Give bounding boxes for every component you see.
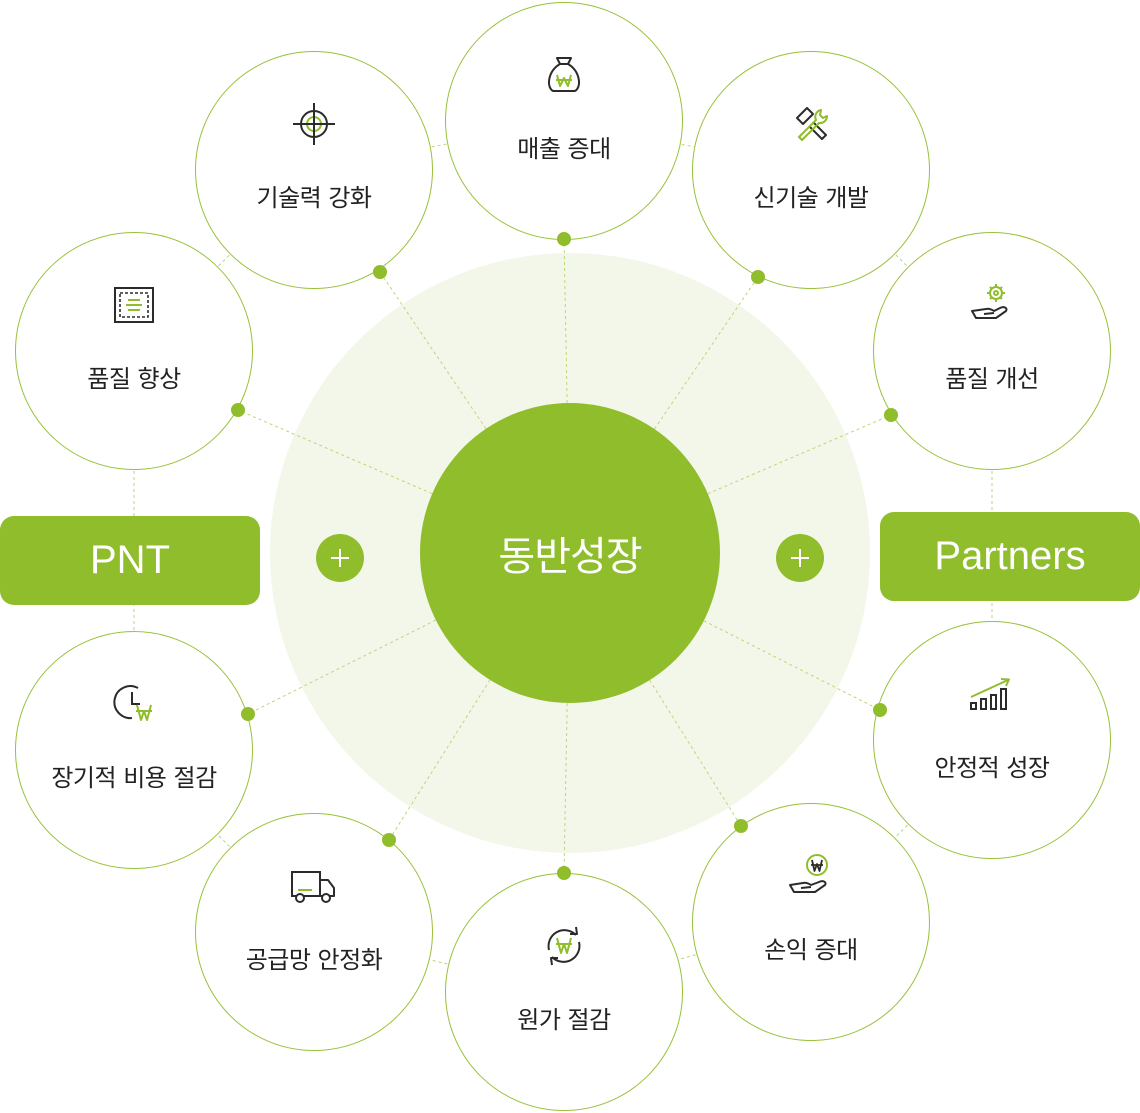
- plus-icon: [316, 534, 364, 582]
- truck-icon: [291, 871, 335, 903]
- node-label: 공급망 안정화: [245, 946, 383, 974]
- node-label: 품질 향상: [87, 365, 181, 393]
- plus-icon: [776, 534, 824, 582]
- pnt-label: PNT: [0, 516, 260, 605]
- tools-icon: [796, 107, 829, 141]
- node-tech-up: 기술력 강화: [195, 51, 433, 289]
- growth-chart-icon: [970, 678, 1010, 710]
- node-sales: 매출 증대: [445, 2, 683, 240]
- connector-dot: [884, 408, 898, 422]
- connector-dot: [734, 819, 748, 833]
- node-profit: 손익 증대: [692, 803, 930, 1041]
- spoke-line: [563, 552, 571, 874]
- spoke-line: [569, 552, 881, 711]
- node-label: 손익 증대: [764, 936, 858, 964]
- frame-icon: [114, 287, 154, 323]
- center-circle: [420, 403, 720, 703]
- node-label: 안정적 성장: [934, 754, 1050, 782]
- target-icon: [293, 103, 335, 145]
- node-cost-cut: 원가 절감: [445, 873, 683, 1111]
- coin-hand-icon: [789, 854, 828, 893]
- node-quality-improve: 품질 개선: [873, 232, 1111, 470]
- connector-dot: [751, 270, 765, 284]
- node-label: 품질 개선: [945, 365, 1039, 393]
- connector-dot: [382, 833, 396, 847]
- connector-dot: [873, 703, 887, 717]
- node-label: 장기적 비용 절감: [51, 764, 217, 792]
- node-newtech: 신기술 개발: [692, 51, 930, 289]
- node-stable-growth: 안정적 성장: [873, 621, 1111, 859]
- connector-dot: [373, 265, 387, 279]
- node-label: 매출 증대: [517, 135, 611, 163]
- connector-dot: [241, 707, 255, 721]
- spoke-line: [563, 238, 571, 554]
- node-long-term-cost: 장기적 비용 절감: [15, 631, 253, 869]
- gear-hand-icon: [971, 284, 1008, 319]
- center-label: 동반성장: [498, 534, 642, 580]
- connector-dot: [557, 866, 571, 880]
- node-quality-up: 품질 향상: [15, 232, 253, 470]
- money-bag-icon: [547, 57, 581, 92]
- cycle-won-icon: [547, 926, 581, 966]
- connector-dot: [557, 232, 571, 246]
- clock-won-icon: [113, 685, 152, 721]
- node-label: 신기술 개발: [753, 184, 869, 212]
- connector-dot: [231, 403, 245, 417]
- spoke-line: [569, 414, 892, 554]
- node-label: 기술력 강화: [256, 184, 372, 212]
- partners-label: Partners: [880, 512, 1140, 601]
- node-label: 원가 절감: [517, 1006, 611, 1034]
- node-supply: 공급망 안정화: [195, 813, 433, 1051]
